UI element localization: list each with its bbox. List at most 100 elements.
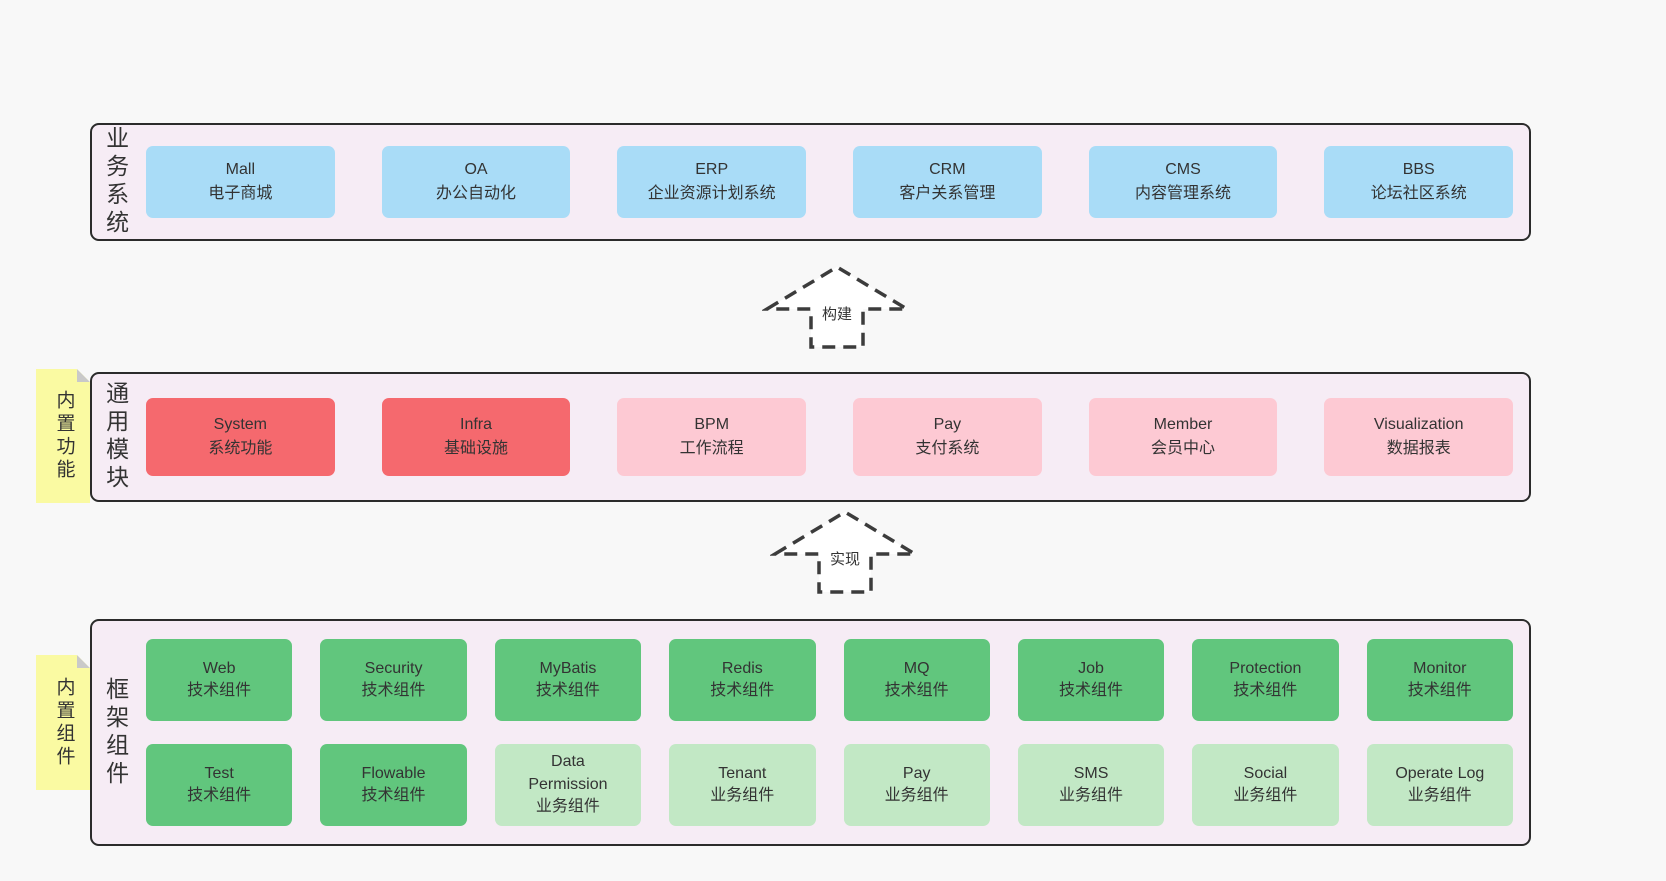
box-en: Pay xyxy=(902,764,931,782)
box-en: Security xyxy=(364,659,423,677)
box-en: Infra xyxy=(460,416,493,433)
framework-row-1: Web 技术组件 Security 技术组件 MyBatis 技术组件 Redi… xyxy=(146,639,1513,721)
box-en: Data Permission xyxy=(528,753,608,793)
box-en: OA xyxy=(464,161,488,178)
box-cn: 系统功能 xyxy=(208,440,273,457)
box-cn: 业务组件 xyxy=(710,787,775,804)
note-fold-icon xyxy=(77,655,90,668)
layer-box-grid: Web 技术组件 Security 技术组件 MyBatis 技术组件 Redi… xyxy=(138,621,1529,844)
layer-framework-components: 框架组件 Web 技术组件 Security 技术组件 MyBatis 技术组件… xyxy=(90,619,1531,846)
box-cn: 电子商城 xyxy=(208,185,273,202)
box-cn: 业务组件 xyxy=(1059,787,1124,804)
layer-label-text: 业务系统 xyxy=(102,126,129,238)
box-en: Redis xyxy=(721,659,763,677)
box-cn: 基础设施 xyxy=(444,440,509,457)
box-social: Social 业务组件 xyxy=(1192,744,1339,826)
box-cn: 技术组件 xyxy=(1407,682,1472,699)
box-cn: 工作流程 xyxy=(679,440,744,457)
box-pay-module: Pay 支付系统 xyxy=(853,398,1042,476)
layer-label: 通用模块 xyxy=(92,374,138,500)
box-en: System xyxy=(213,416,267,433)
box-cn: 技术组件 xyxy=(187,787,252,804)
box-cn: 业务组件 xyxy=(1233,787,1298,804)
box-en: Member xyxy=(1153,416,1213,433)
box-cn: 技术组件 xyxy=(710,682,775,699)
box-en: Monitor xyxy=(1413,659,1467,677)
box-en: Web xyxy=(202,659,236,677)
box-en: Operate Log xyxy=(1395,764,1485,782)
layer-label: 业务系统 xyxy=(92,125,138,239)
box-cn: 办公自动化 xyxy=(436,185,517,202)
box-pay-component: Pay 业务组件 xyxy=(843,744,990,826)
box-cn: 业务组件 xyxy=(884,787,949,804)
box-en: BPM xyxy=(694,416,730,433)
box-cn: 支付系统 xyxy=(915,440,980,457)
box-en: Job xyxy=(1078,659,1104,677)
framework-row-2: Test 技术组件 Flowable 技术组件 Data Permission … xyxy=(146,744,1513,826)
box-cn: 技术组件 xyxy=(535,682,600,699)
box-cn: 技术组件 xyxy=(361,787,426,804)
note-label: 内置组件 xyxy=(53,676,75,769)
box-cn: 业务组件 xyxy=(535,798,600,816)
sticky-note-builtin-components: 内置组件 xyxy=(36,655,90,790)
box-cn: 技术组件 xyxy=(1233,682,1298,699)
layer-business-systems: 业务系统 Mall 电子商城 OA 办公自动化 ERP 企业资源计划系统 CRM… xyxy=(90,123,1531,241)
box-test: Test 技术组件 xyxy=(146,744,293,826)
box-mybatis: MyBatis 技术组件 xyxy=(494,639,642,721)
box-cn: 技术组件 xyxy=(1059,682,1124,699)
box-redis: Redis 技术组件 xyxy=(669,639,816,721)
box-en: BBS xyxy=(1402,161,1435,178)
layer-label: 框架组件 xyxy=(92,621,138,844)
box-mall: Mall 电子商城 xyxy=(146,146,335,218)
box-en: Test xyxy=(204,764,234,782)
box-cn: 客户关系管理 xyxy=(899,185,996,202)
layer-label-text: 通用模块 xyxy=(102,381,129,493)
box-sms: SMS 业务组件 xyxy=(1017,744,1165,826)
box-data-permission: Data Permission 业务组件 xyxy=(494,744,642,826)
build-arrow: 构建 xyxy=(762,260,912,352)
box-flowable: Flowable 技术组件 xyxy=(320,744,467,826)
box-en: ERP xyxy=(695,161,729,178)
box-protection: Protection 技术组件 xyxy=(1192,639,1339,721)
note-fold-icon xyxy=(77,369,90,382)
sticky-note-builtin-features: 内置功能 xyxy=(36,369,90,503)
box-cn: 业务组件 xyxy=(1407,787,1472,804)
box-en: Protection xyxy=(1229,659,1302,677)
box-web: Web 技术组件 xyxy=(146,639,293,721)
box-cn: 数据报表 xyxy=(1386,440,1451,457)
box-oa: OA 办公自动化 xyxy=(381,146,571,218)
box-operate-log: Operate Log 业务组件 xyxy=(1366,744,1513,826)
box-cn: 技术组件 xyxy=(361,682,426,699)
box-cn: 会员中心 xyxy=(1151,440,1216,457)
box-en: Flowable xyxy=(361,764,426,782)
box-en: Mall xyxy=(225,161,255,178)
box-cn: 内容管理系统 xyxy=(1135,185,1232,202)
box-cms: CMS 内容管理系统 xyxy=(1088,146,1278,218)
box-system: System 系统功能 xyxy=(146,398,335,476)
box-en: CRM xyxy=(929,161,966,178)
box-infra: Infra 基础设施 xyxy=(381,398,571,476)
box-job: Job 技术组件 xyxy=(1017,639,1165,721)
box-visualization: Visualization 数据报表 xyxy=(1324,398,1514,476)
box-en: Social xyxy=(1243,764,1288,782)
arrow-label: 实现 xyxy=(826,548,864,569)
box-member: Member 会员中心 xyxy=(1088,398,1278,476)
implement-arrow: 实现 xyxy=(770,505,920,597)
box-en: Pay xyxy=(933,416,962,433)
box-en: SMS xyxy=(1073,764,1109,782)
box-erp: ERP 企业资源计划系统 xyxy=(617,146,807,218)
box-bpm: BPM 工作流程 xyxy=(617,398,807,476)
box-mq: MQ 技术组件 xyxy=(843,639,990,721)
box-en: MyBatis xyxy=(539,659,597,677)
box-cn: 技术组件 xyxy=(187,682,252,699)
box-bbs: BBS 论坛社区系统 xyxy=(1324,146,1514,218)
layer-box-row: System 系统功能 Infra 基础设施 BPM 工作流程 Pay 支付系统… xyxy=(138,374,1529,500)
box-crm: CRM 客户关系管理 xyxy=(853,146,1042,218)
box-en: CMS xyxy=(1165,161,1201,178)
box-tenant: Tenant 业务组件 xyxy=(669,744,816,826)
layer-box-row: Mall 电子商城 OA 办公自动化 ERP 企业资源计划系统 CRM 客户关系… xyxy=(138,125,1529,239)
layer-label-text: 框架组件 xyxy=(102,676,129,789)
box-en: Tenant xyxy=(718,764,767,782)
layer-common-modules: 通用模块 System 系统功能 Infra 基础设施 BPM 工作流程 Pay… xyxy=(90,372,1531,502)
box-cn: 论坛社区系统 xyxy=(1370,185,1467,202)
